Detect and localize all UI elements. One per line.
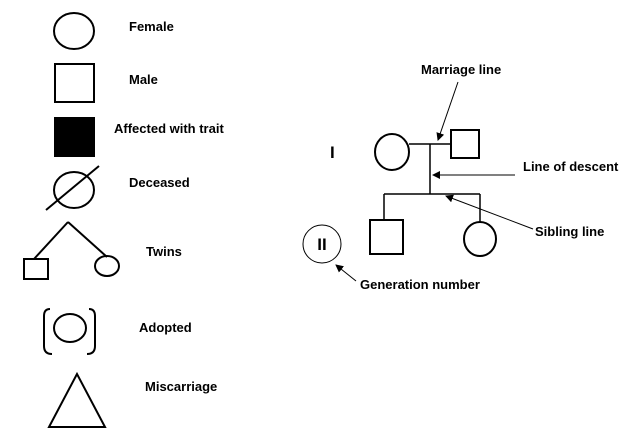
legend-label-female: Female [129,19,174,34]
child-female-circle-icon [463,221,497,257]
annotation-sibling-line: Sibling line [535,224,604,239]
annotation-line-of-descent: Line of descent [523,159,619,174]
parent-female-circle-icon [374,133,410,171]
deceased-crossed-circle-icon [45,165,100,211]
generation-number-circle-icon [302,224,342,264]
female-circle-icon [53,12,95,50]
generation-label-ii: II [317,235,326,254]
arrow-marriage-line [436,81,459,141]
legend-label-miscarriage: Miscarriage [145,379,217,394]
legend-label-twins: Twins [146,244,182,259]
male-square-icon [54,63,95,103]
twins-icon [23,221,120,280]
generation-label-i: I [330,143,335,162]
annotation-generation-number: Generation number [360,277,480,292]
arrow-generation-number [335,264,357,282]
adopted-bracketed-circle-icon [43,308,96,355]
child-male-square-icon [369,219,404,255]
annotation-marriage-line: Marriage line [421,62,501,77]
miscarriage-triangle-icon [47,371,107,428]
affected-filled-square-icon [54,117,95,157]
legend-label-deceased: Deceased [129,175,190,190]
legend-label-adopted: Adopted [139,320,192,335]
parent-male-square-icon [450,129,480,159]
legend-label-male: Male [129,72,158,87]
legend-label-affected: Affected with trait [114,121,224,136]
arrow-sibling-line [445,194,534,230]
